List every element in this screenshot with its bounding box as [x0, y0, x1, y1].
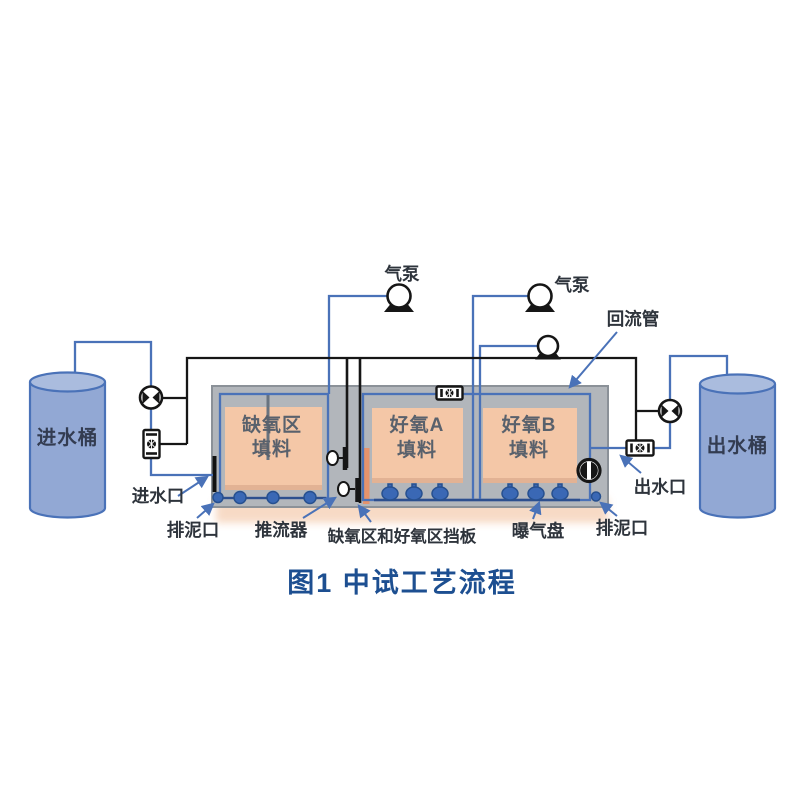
outlet-bucket-label: 出水桶	[707, 434, 769, 457]
air-pipe-2	[471, 294, 528, 499]
air-pump-1-label: 气泵	[384, 264, 420, 284]
aerobic-b-zone-label: 好氧B 填料	[501, 413, 557, 461]
aeration-disc	[551, 483, 569, 501]
flow-pusher-label: 推流器	[255, 520, 308, 540]
air-pipe-1	[327, 294, 388, 394]
aeration-disc	[405, 483, 423, 501]
air-pump-3-icon	[535, 334, 561, 360]
aerobic-a-zone-label: 好氧A 填料	[389, 413, 445, 461]
inlet-flow-meter-icon	[142, 428, 161, 460]
anoxic-zone-label: 缺氧区 填料	[242, 413, 302, 460]
pointer-arrows	[177, 331, 642, 523]
air-pipe-3	[478, 344, 538, 499]
inlet-bucket: 进水桶	[28, 371, 107, 519]
anoxic-disc	[266, 490, 280, 505]
pilot-tank	[211, 385, 609, 508]
svg-text:填料: 填料	[397, 438, 437, 461]
outlet-flow-meter-icon	[625, 439, 655, 457]
svg-text:缺氧区: 缺氧区	[242, 413, 302, 436]
sludge-port-right-dot	[590, 491, 602, 502]
internal-pump-icon	[576, 457, 602, 484]
figure-title: 图1 中试工艺流程	[287, 568, 517, 598]
tank-flow-meter-icon	[435, 385, 464, 401]
inlet-port-bar	[212, 456, 217, 492]
anoxic-disc	[233, 490, 247, 505]
recycle-pump-icon	[657, 398, 683, 424]
inlet-port-label: 进水口	[132, 486, 185, 506]
aeration-disc-label: 曝气盘	[512, 521, 565, 541]
bottom-discs	[212, 483, 602, 505]
svg-text:好氧B: 好氧B	[501, 413, 557, 436]
anoxic-disc	[303, 490, 317, 505]
baffle-arrow	[357, 504, 372, 523]
svg-text:填料: 填料	[252, 437, 292, 460]
sludge-right-arrow	[599, 501, 618, 517]
zone-baffle-label: 缺氧区和好氧区挡板	[328, 526, 477, 546]
outlet-port-label: 出水口	[634, 477, 687, 497]
inlet-bucket-label: 进水桶	[37, 426, 99, 449]
aeration-disc	[381, 483, 399, 501]
outlet-bucket: 出水桶	[698, 373, 777, 519]
return-pipe-arrow	[568, 331, 618, 389]
flow-pusher-icon	[326, 447, 348, 470]
air-pump-2-icon	[525, 283, 555, 312]
pusher-arrow	[302, 496, 337, 519]
sludge-port-right-label: 排泥口	[596, 518, 649, 538]
aerobic-b-zone-media	[483, 408, 577, 483]
sludge-port-left-dot	[212, 491, 224, 504]
sludge-port-left-label: 排泥口	[167, 520, 220, 540]
outlet-port-arrow	[619, 454, 642, 474]
return-pipe-label: 回流管	[607, 309, 660, 329]
baffle-strip	[363, 448, 370, 504]
inlet-port-arrow	[177, 475, 209, 497]
air-pump-2-label: 气泵	[554, 275, 590, 295]
sludge-left-arrow	[196, 502, 215, 519]
aeration-disc	[527, 483, 545, 501]
svg-text:填料: 填料	[509, 438, 549, 461]
aeration-arrow	[529, 500, 542, 520]
air-pump-1-icon	[384, 283, 414, 312]
anoxic-zone-media	[225, 407, 322, 490]
aeration-disc	[501, 483, 519, 501]
aerobic-a-zone-media	[372, 408, 463, 483]
svg-text:好氧A: 好氧A	[389, 413, 445, 436]
aeration-disc	[431, 483, 449, 501]
recycle-line	[185, 356, 638, 444]
flow-pusher-icon	[337, 478, 360, 502]
feed-pump-icon	[138, 385, 164, 410]
inlet-pipe	[73, 340, 213, 477]
